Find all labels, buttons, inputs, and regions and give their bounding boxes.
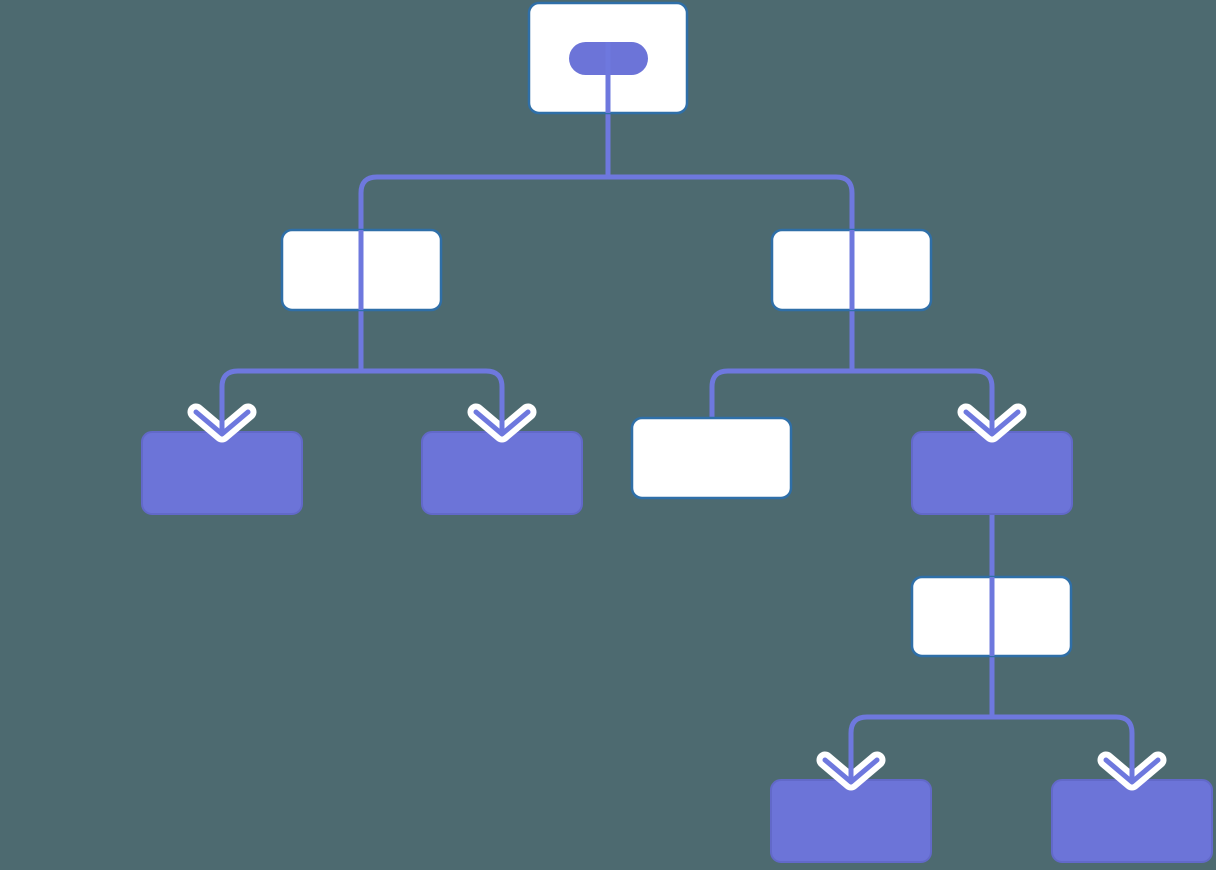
level2-node-a[interactable]: [141, 431, 303, 515]
arrowhead-icon: [957, 390, 1027, 443]
arrowhead-icon: [816, 738, 886, 791]
level2-node-c-rect[interactable]: [630, 416, 793, 500]
level2-node-b[interactable]: [421, 431, 583, 515]
arrowhead-icon: [1097, 738, 1167, 791]
level4-left-node[interactable]: [770, 779, 932, 863]
arrowheads-layer: [187, 390, 1167, 791]
edge-level1-left-to-node-b[interactable]: [358, 310, 505, 432]
level2-node-c[interactable]: [630, 416, 793, 500]
level4-left-node-rect[interactable]: [770, 779, 932, 863]
edge-level3-to-level4-right[interactable]: [989, 656, 1135, 780]
edge-level3-to-level4-left[interactable]: [848, 656, 995, 780]
edge-level1-left-to-node-a[interactable]: [219, 310, 364, 432]
edge-root-to-level1-right[interactable]: [605, 113, 855, 230]
edge-level1-right-to-node-c[interactable]: [709, 310, 855, 418]
edge-level1-right-to-node-d[interactable]: [849, 310, 995, 432]
level2-node-d[interactable]: [911, 431, 1073, 515]
edge-root-to-level1-left[interactable]: [358, 113, 611, 230]
edges-layer: [219, 113, 1135, 780]
nodes-layer: [141, 1, 1213, 863]
arrowhead-fill: [193, 409, 251, 437]
level2-node-b-rect[interactable]: [421, 431, 583, 515]
arrowhead-fill: [473, 409, 531, 437]
level2-node-a-rect[interactable]: [141, 431, 303, 515]
level4-right-node-rect[interactable]: [1051, 779, 1213, 863]
arrowhead-icon: [467, 390, 537, 443]
arrowhead-fill: [822, 757, 880, 785]
level2-node-d-rect[interactable]: [911, 431, 1073, 515]
arrowhead-fill: [963, 409, 1021, 437]
level4-right-node[interactable]: [1051, 779, 1213, 863]
arrowhead-fill: [1103, 757, 1161, 785]
arrowhead-icon: [187, 390, 257, 443]
